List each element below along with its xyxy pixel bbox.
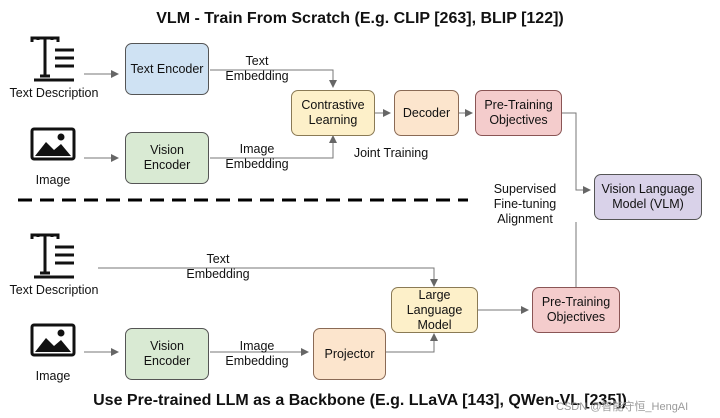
decoder-box: Decoder — [394, 90, 459, 136]
text-encoder-box: Text Encoder — [125, 43, 209, 95]
image-icon — [30, 323, 76, 362]
bottom-pretraining-objectives-box: Pre-Training Objectives — [532, 287, 620, 333]
bottom-title: Use Pre-trained LLM as a Backbone (E.g. … — [93, 392, 627, 409]
top-pretraining-objectives-box: Pre-Training Objectives — [475, 90, 562, 136]
bottom-text-description-label: Text Description — [9, 283, 99, 297]
projector-box: Projector — [313, 328, 386, 380]
contrastive-learning-box: Contrastive Learning — [291, 90, 375, 136]
joint-training-label: Joint Training — [353, 146, 429, 160]
top-image-embedding-label: Image Embedding — [225, 142, 289, 171]
vlm-box: Vision Language Model (VLM) — [594, 174, 702, 220]
top-image-label: Image — [35, 173, 71, 187]
top-text-description-label: Text Description — [9, 86, 99, 100]
top-vision-encoder-box: Vision Encoder — [125, 132, 209, 184]
llm-box: Large Language Model — [391, 287, 478, 333]
text-document-icon — [28, 233, 76, 284]
top-text-embedding-label: Text Embedding — [225, 54, 289, 83]
watermark: CSDN @智能守恒_HengAI — [556, 401, 689, 413]
bottom-image-label: Image — [35, 369, 71, 383]
bottom-image-embedding-label: Image Embedding — [225, 339, 289, 368]
text-document-icon — [28, 36, 76, 87]
bottom-vision-encoder-box: Vision Encoder — [125, 328, 209, 380]
image-icon — [30, 127, 76, 166]
bottom-text-embedding-label: Text Embedding — [186, 252, 250, 281]
top-title: VLM - Train From Scratch (E.g. CLIP [263… — [156, 10, 564, 27]
supervised-finetuning-label: Supervised Fine-tuning Alignment — [493, 182, 557, 226]
